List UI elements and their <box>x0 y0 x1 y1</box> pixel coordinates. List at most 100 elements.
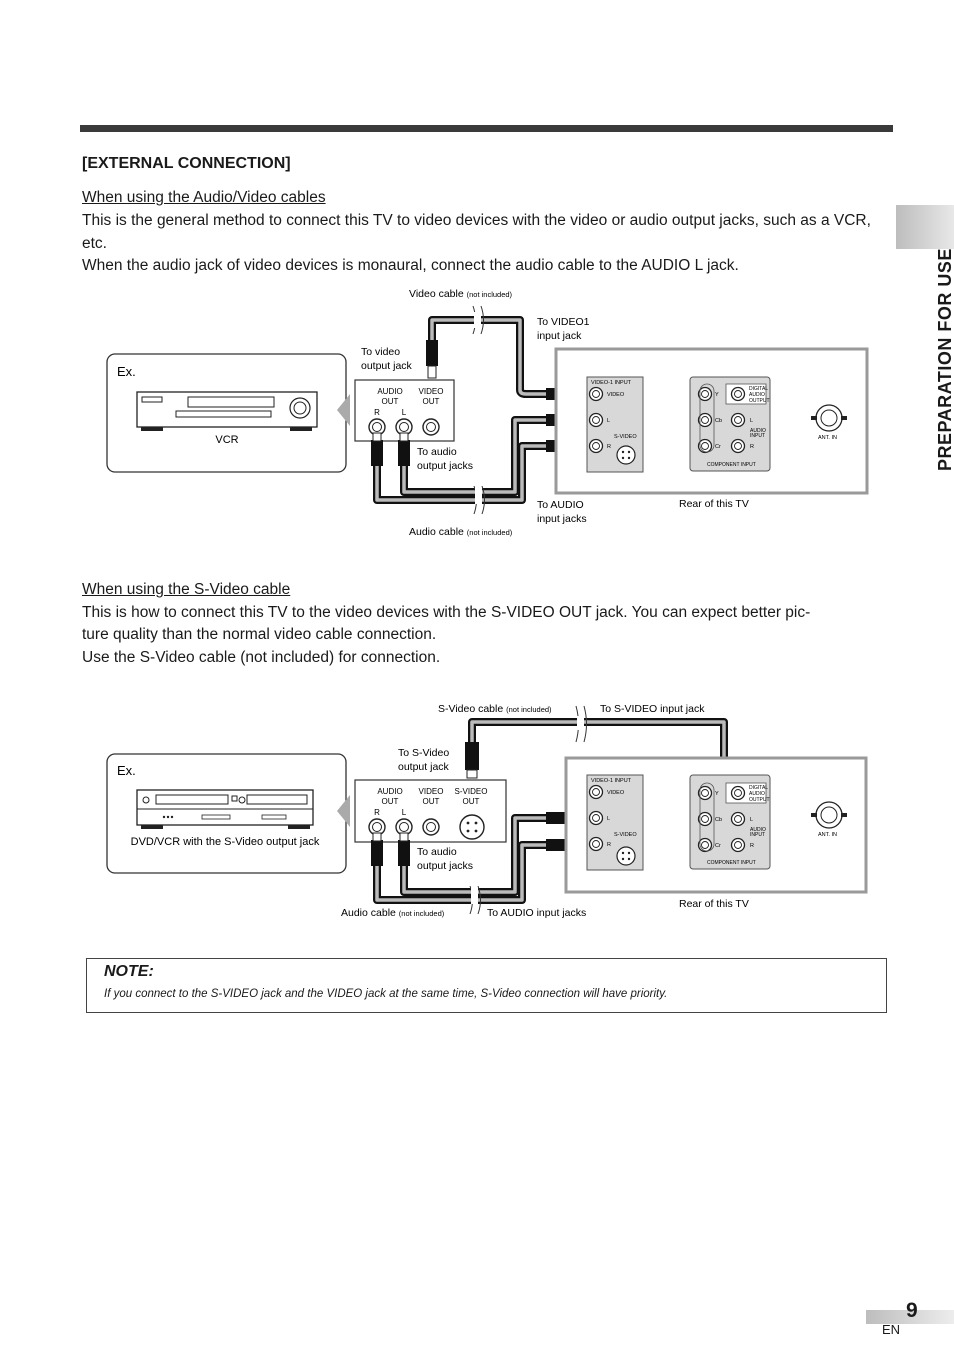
audio-input-label-1: AUDIO <box>750 428 766 434</box>
component-audio-r-jack-2 <box>730 837 746 853</box>
tv-svideo-label-2: S-VIDEO <box>614 832 637 838</box>
ant-in-label-2: ANT. IN <box>818 832 837 838</box>
to-audio-output-label: To audio <box>417 446 457 458</box>
note-box <box>86 958 887 1013</box>
to-audio-output-label-sv-2: output jacks <box>417 860 473 872</box>
av-paragraph-2: When the audio jack of video devices is … <box>82 257 739 274</box>
audio-input-label-2-1: AUDIO <box>750 827 766 833</box>
tv-y-label-2: Y <box>715 791 719 797</box>
sv-paragraph-2: ture quality than the normal video cable… <box>82 626 437 643</box>
r-label-sv: R <box>374 808 380 817</box>
video-cable-label: Video cable (not included) <box>409 288 513 300</box>
component-audio-r-jack <box>730 438 746 454</box>
tv-rear-panel-2: VIDEO-1 INPUT VIDEO L R S-VIDEO Y Cb Cr … <box>564 756 868 894</box>
tv-cr-label: Cr <box>715 444 721 450</box>
rear-tv-label-sv: Rear of this TV <box>679 898 749 910</box>
tv-video-label: VIDEO <box>607 392 625 398</box>
svideo-out-label: S-VIDEO <box>455 787 488 796</box>
tv-cb-label-2: Cb <box>715 817 722 823</box>
svideo-out-jack <box>459 814 485 840</box>
to-audio-input-label-2: input jacks <box>537 513 587 525</box>
av-heading: When using the Audio/Video cables <box>82 189 326 206</box>
tv-l-label: L <box>607 418 610 424</box>
video-out-jack-sv <box>422 818 440 836</box>
dvd-vcr-device <box>136 789 314 829</box>
tv-y-label: Y <box>715 392 719 398</box>
page-number: 9 <box>906 1299 918 1322</box>
audio-cable-label: Audio cable (not included) <box>409 526 513 538</box>
tv-video-jack-2 <box>588 784 604 800</box>
video1-input-label-2: VIDEO-1 INPUT <box>591 778 632 784</box>
rear-tv-label: Rear of this TV <box>679 498 749 510</box>
to-video-output-label-2: output jack <box>361 360 413 372</box>
tv-cb-jack <box>697 412 713 428</box>
video-out-label-2: OUT <box>423 397 440 406</box>
to-audio-output-label-2: output jacks <box>417 460 473 472</box>
digital-label-2-2: AUDIO <box>749 791 765 797</box>
component-input-label: COMPONENT INPUT <box>707 462 756 468</box>
digital-label-3: OUTPUT <box>749 398 770 404</box>
ex-label: Ex. <box>117 364 136 379</box>
audio-cable-label-sv: Audio cable (not included) <box>341 907 445 919</box>
tv-video-jack <box>588 386 604 402</box>
tv-audio-l-jack <box>588 412 604 428</box>
audio-out-label-sv: AUDIO <box>377 787 402 796</box>
component-audio-l-jack-2 <box>730 811 746 827</box>
digital-audio-jack <box>730 386 746 402</box>
to-svideo-input-label: To S-VIDEO input jack <box>600 703 705 715</box>
digital-audio-jack-2 <box>730 785 746 801</box>
to-video1-label: To VIDEO1 <box>537 316 590 328</box>
sv-diagram: Ex. DVD/VCR with the S-Video output jack… <box>106 703 868 919</box>
digital-label-1: DIGITAL <box>749 386 768 392</box>
to-svideo-output-label: To S-Video <box>398 747 449 759</box>
sv-paragraph-3: Use the S-Video cable (not included) for… <box>82 649 441 666</box>
tv-video-label-2: VIDEO <box>607 790 625 796</box>
audio-input-label-2: INPUT <box>750 433 765 439</box>
tv-r-label: R <box>607 444 611 450</box>
ex-label-2: Ex. <box>117 763 136 778</box>
tv-audio-l-jack-2 <box>588 810 604 826</box>
device-label-2: DVD/VCR with the S-Video output jack <box>131 836 320 848</box>
sv-heading: When using the S-Video cable <box>82 581 291 598</box>
device-label: VCR <box>215 434 238 446</box>
tv-svideo-label: S-VIDEO <box>614 434 637 440</box>
component-l-label: L <box>750 418 753 424</box>
page-number-bar <box>866 1310 954 1324</box>
sv-paragraph-1: This is how to connect this TV to the vi… <box>82 604 811 621</box>
tv-audio-r-jack <box>588 438 604 454</box>
audio-input-label-2-2: INPUT <box>750 832 765 838</box>
video1-input-label: VIDEO-1 INPUT <box>591 380 632 386</box>
tv-svideo-jack <box>616 445 636 465</box>
video-out-label: VIDEO <box>419 387 444 396</box>
l-label-sv: L <box>402 808 407 817</box>
component-r-label-2: R <box>750 843 754 849</box>
ant-in-label: ANT. IN <box>818 435 837 441</box>
component-r-label: R <box>750 444 754 450</box>
to-audio-output-label-sv: To audio <box>417 846 457 858</box>
av-paragraph-1: This is the general method to connect th… <box>82 212 871 252</box>
section-tab-marker <box>896 205 954 249</box>
vcr-device <box>136 391 318 431</box>
language-code: EN <box>882 1322 901 1337</box>
svideo-cable-label: S-Video cable (not included) <box>438 703 552 715</box>
note-text: If you connect to the S-VIDEO jack and t… <box>104 988 668 1000</box>
to-video-output-label: To video <box>361 346 400 358</box>
av-diagram: Ex. VCR AUDIO OUT VIDEO OUT R L <box>106 288 869 538</box>
tv-cr-label-2: Cr <box>715 843 721 849</box>
audio-out-label: AUDIO <box>377 387 402 396</box>
video-out-label-sv: VIDEO <box>419 787 444 796</box>
tv-rear-panel: VIDEO-1 INPUT VIDEO L R S-VIDEO Y Cb Cr … <box>554 347 869 495</box>
component-l-label-2: L <box>750 817 753 823</box>
component-audio-l-jack <box>730 412 746 428</box>
component-input-label-2: COMPONENT INPUT <box>707 860 756 866</box>
digital-label-2-3: OUTPUT <box>749 797 770 803</box>
svideo-out-label-2: OUT <box>463 797 480 806</box>
tv-r-label-2: R <box>607 842 611 848</box>
l-label: L <box>402 408 407 417</box>
audio-out-label-sv-2: OUT <box>382 797 399 806</box>
tv-svideo-jack-2 <box>616 846 636 866</box>
note-title: NOTE: <box>104 963 154 980</box>
tv-cb-jack-2 <box>697 811 713 827</box>
to-svideo-output-label-2: output jack <box>398 761 450 773</box>
